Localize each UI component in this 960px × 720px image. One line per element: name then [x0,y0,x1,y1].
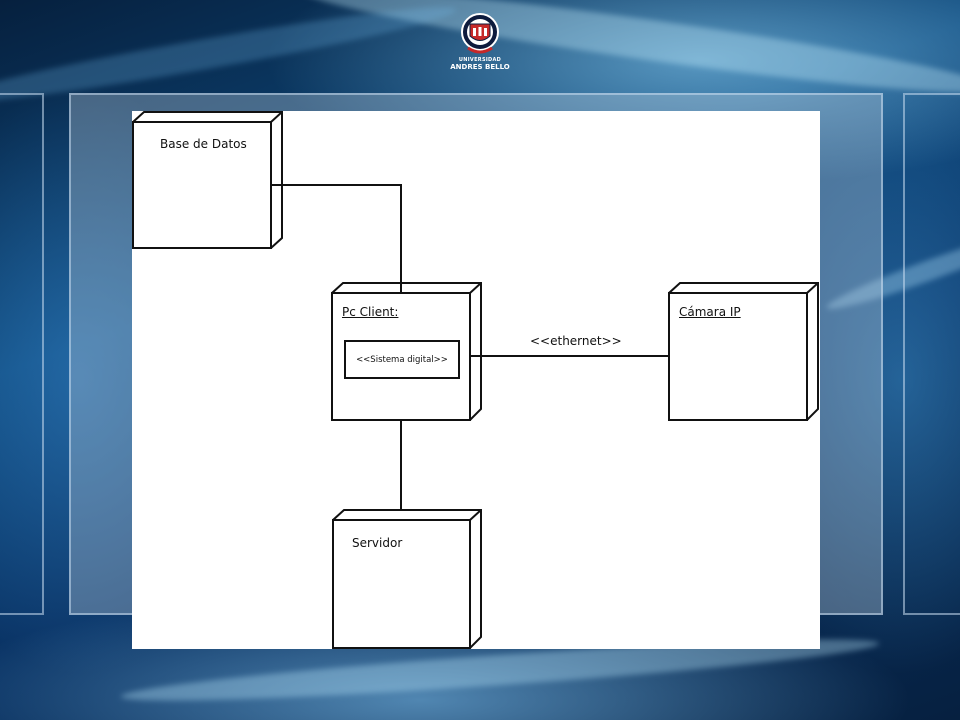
deployment-diagram: Base de Datos Pc Client: <<Sistema digit… [132,111,820,649]
logo-line2: ANDRES BELLO [450,63,510,71]
component-label-sistema-digital: <<Sistema digital>> [356,354,448,365]
diagram-canvas [132,111,819,649]
connector-db-to-pc [271,184,402,293]
connector-label-ethernet: <<ethernet>> [530,334,622,348]
university-logo: UNIVERSIDAD ANDRES BELLO [442,12,518,80]
decorative-frame-left [0,93,44,615]
university-crest-icon [461,13,499,54]
node-servidor[interactable] [332,509,482,649]
node-label-camara-ip: Cámara IP [679,305,741,319]
node-camara-ip[interactable] [668,282,819,421]
node-label-base-de-datos: Base de Datos [160,137,247,151]
logo-line1: UNIVERSIDAD [458,57,502,63]
node-label-servidor: Servidor [352,536,403,550]
node-label-pc-client: Pc Client: [342,305,399,319]
node-pc-client[interactable] [331,282,482,421]
component-sistema-digital[interactable]: <<Sistema digital>> [344,340,460,379]
decorative-frame-right [903,93,960,615]
node-base-de-datos[interactable] [132,111,283,249]
